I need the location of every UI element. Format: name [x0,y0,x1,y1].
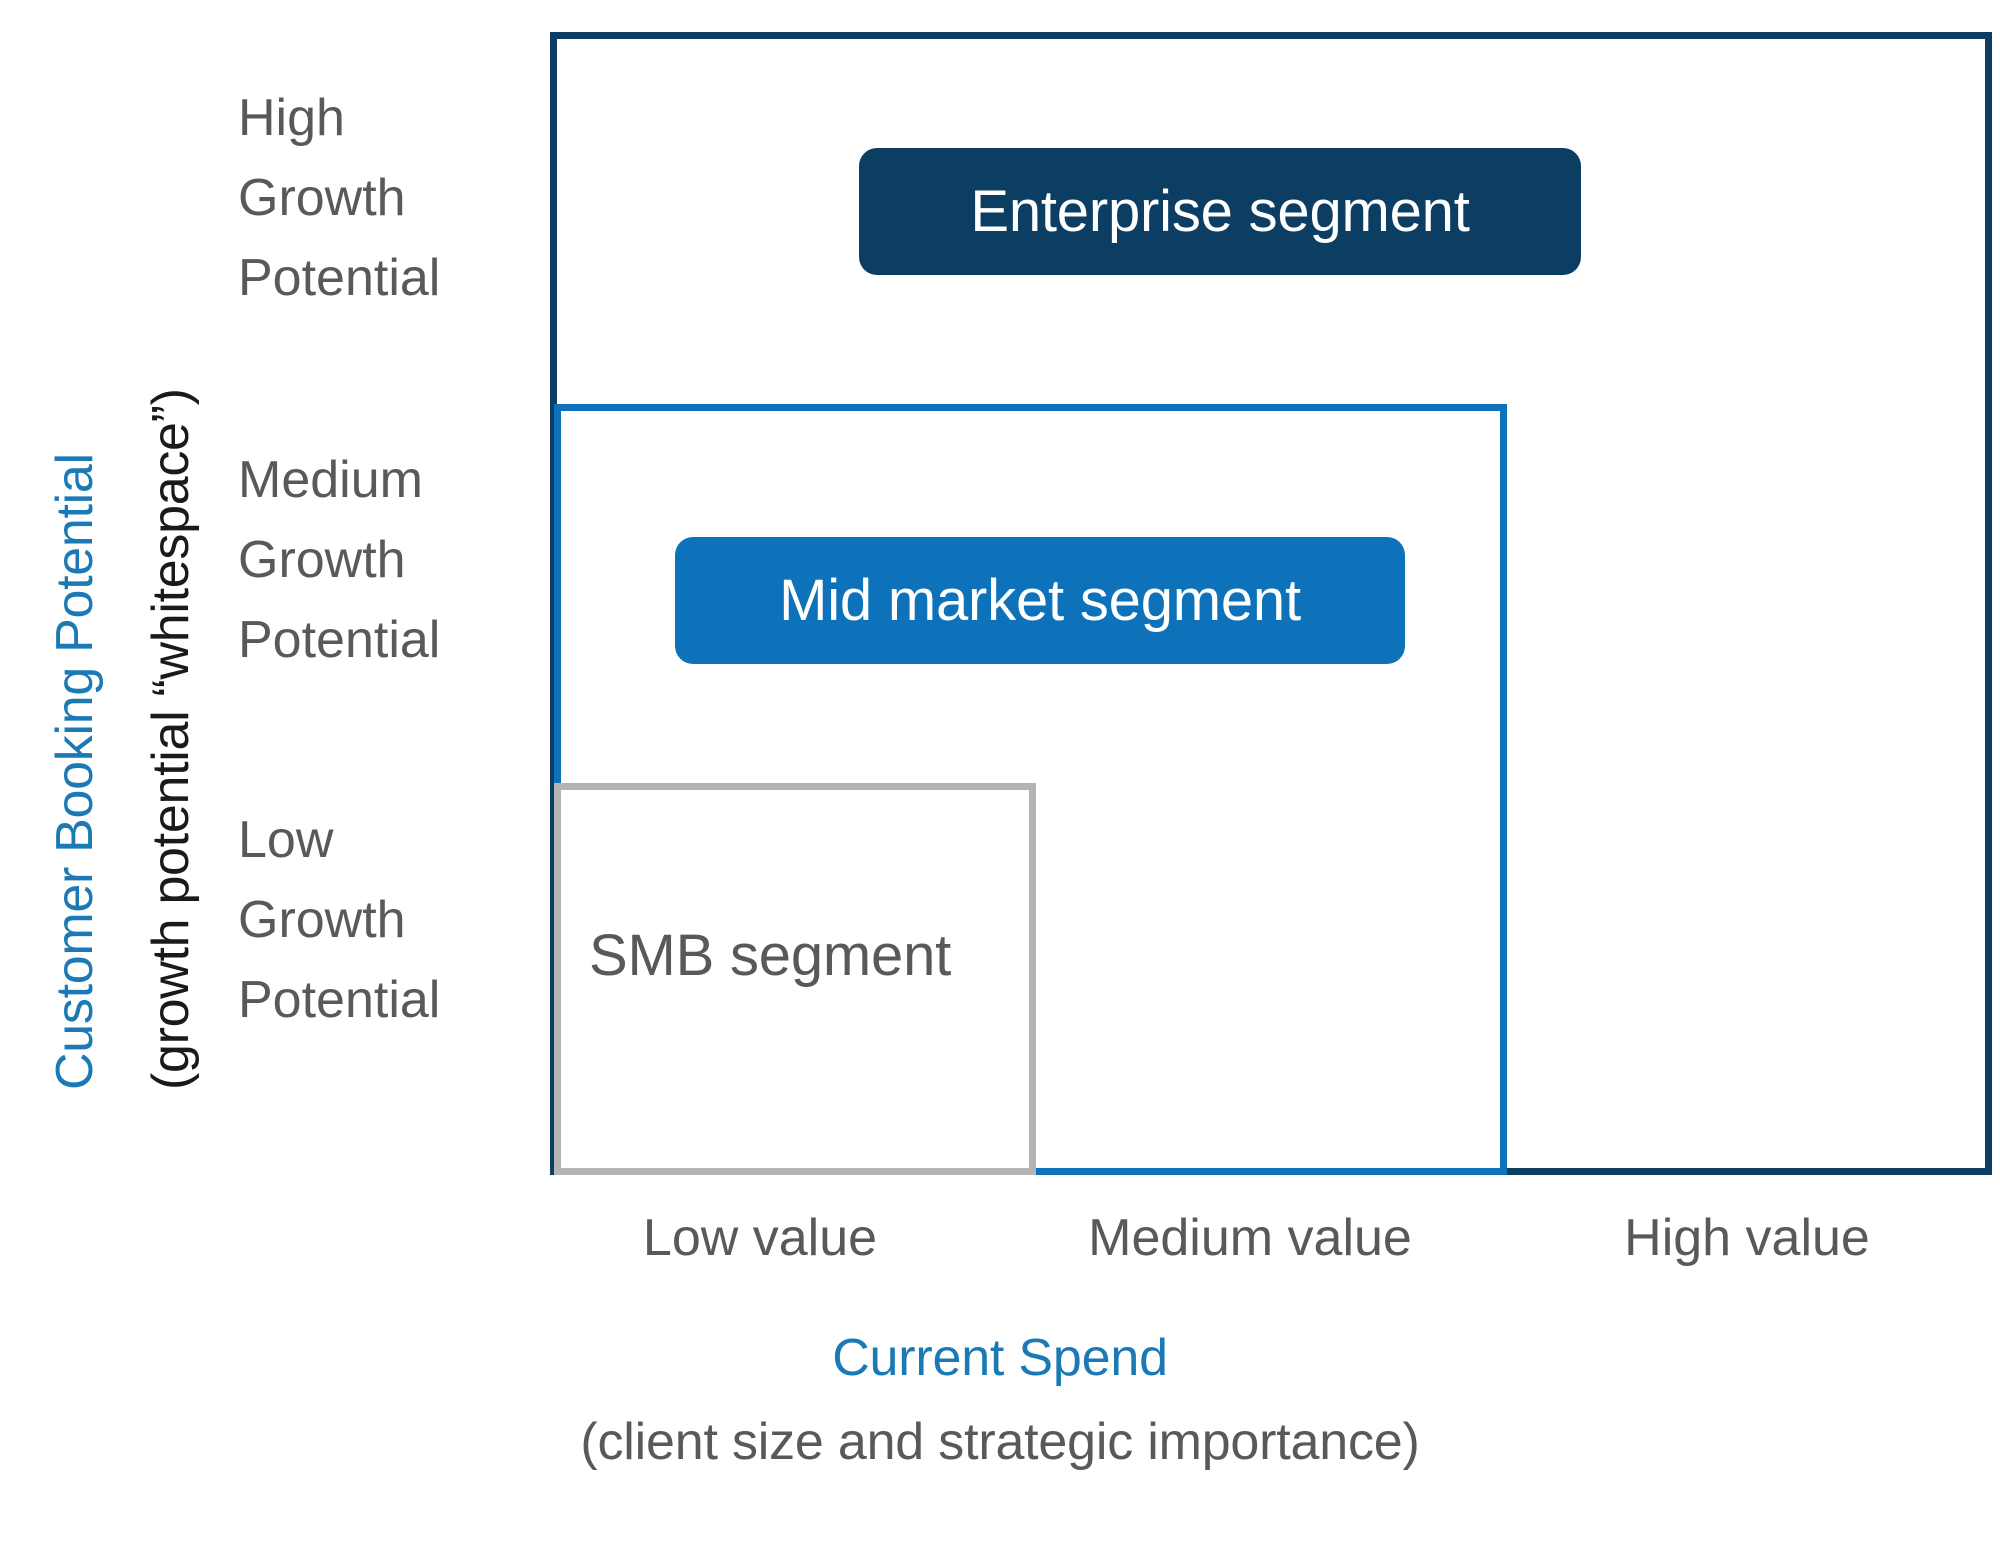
enterprise-segment-label: Enterprise segment [970,179,1470,244]
x-tick-medium-value: Medium value [1088,1209,1412,1267]
y-axis-title-label: Customer Booking Potential [46,453,104,1090]
y-axis-subtitle: (growth potential “whitespace”) [140,30,210,1090]
midmarket-segment-label: Mid market segment [779,568,1301,633]
enterprise-segment-pill[interactable]: Enterprise segment [859,148,1581,275]
y-tick-low-growth: Low Growth Potential [238,811,441,1029]
y-tick-high-growth: High Growth Potential [238,89,441,307]
x-tick-low-value: Low value [642,1209,878,1267]
y-axis-title: Customer Booking Potential [44,30,114,1090]
y-axis-subtitle-label: (growth potential “whitespace”) [142,388,200,1090]
x-axis-title: Current Spend [832,1329,1168,1387]
smb-segment-label: SMB segment [589,923,952,988]
y-tick-medium-growth: Medium Growth Potential [238,451,441,669]
x-tick-high-value: High value [1624,1209,1870,1267]
smb-segment-box [554,783,1036,1175]
x-axis-subtitle: (client size and strategic importance) [580,1413,1420,1471]
midmarket-segment-pill[interactable]: Mid market segment [675,537,1405,664]
